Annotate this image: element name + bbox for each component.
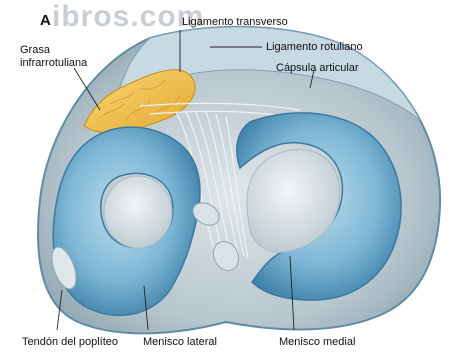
label-menisco-lateral: Menisco lateral: [143, 336, 217, 348]
label-menisco-medial: Menisco medial: [279, 336, 355, 348]
label-ligamento-rotuliano: Ligamento rotuliano: [266, 41, 363, 53]
label-capsula-articular: Cápsula articular: [276, 62, 359, 74]
lateral-articular-surface: [104, 176, 172, 248]
label-grasa: Grasa: [20, 44, 50, 56]
panel-letter: A: [40, 12, 51, 29]
label-tendon-popliteo: Tendón del poplíteo: [22, 336, 118, 348]
label-infrarrotuliana: infrarrotuliana: [20, 57, 87, 69]
label-ligamento-transverso: Ligamento transverso: [182, 16, 288, 28]
